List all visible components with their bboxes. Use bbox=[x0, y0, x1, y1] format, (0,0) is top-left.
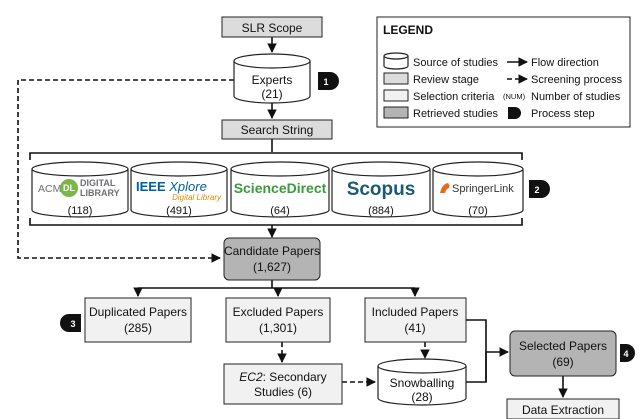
acm-logo-text: ACM bbox=[38, 183, 61, 195]
included-papers-box: Included Papers (41) bbox=[364, 297, 467, 343]
line-included-to-merge bbox=[466, 319, 487, 382]
springer-horse-icon bbox=[440, 183, 450, 193]
slr-scope-label: SLR Scope bbox=[242, 21, 303, 35]
step-2-number: 2 bbox=[534, 185, 539, 195]
candidate-label: Candidate Papers bbox=[224, 244, 320, 258]
acm-digital-text: DIGITAL bbox=[80, 178, 116, 188]
sciencedirect-count: (64) bbox=[270, 205, 290, 217]
ec2-secondary-studies-box: EC2: Secondary Studies (6) bbox=[223, 363, 343, 405]
step-3-number: 3 bbox=[70, 319, 75, 329]
experts-label: Experts bbox=[252, 73, 293, 87]
legend-flow-label: Flow direction bbox=[531, 57, 599, 69]
ieee-count: (491) bbox=[166, 205, 192, 217]
data-extraction-label: Data Extraction bbox=[522, 403, 604, 417]
legend-num-tag: (NUM) bbox=[503, 92, 526, 101]
candidate-count: (1,627) bbox=[253, 260, 291, 274]
snowballing-database: Snowballing (28) bbox=[377, 358, 467, 406]
dashed-arrow-experts-to-candidate bbox=[17, 79, 234, 263]
duplicated-label: Duplicated Papers bbox=[89, 305, 187, 319]
scopus-count: (884) bbox=[368, 205, 394, 217]
selected-papers-box: Selected Papers (69) bbox=[509, 330, 617, 377]
duplicated-papers-box: Duplicated Papers (285) bbox=[84, 297, 192, 343]
experts-database: Experts (21) bbox=[233, 53, 311, 104]
source-springerlink: SpringerLink (70) bbox=[432, 161, 524, 218]
ieee-logo-text: IEEE Xplore bbox=[136, 179, 207, 194]
legend: LEGEND Source of studies Review stage Se… bbox=[376, 16, 631, 128]
legend-source-symbol bbox=[383, 52, 409, 70]
step-badge-4: 4 bbox=[620, 344, 635, 362]
selected-count: (69) bbox=[552, 355, 573, 369]
scopus-logo-text: Scopus bbox=[347, 179, 416, 200]
source-sciencedirect: ScienceDirect (64) bbox=[230, 161, 330, 218]
legend-review-stage-label: Review stage bbox=[413, 74, 479, 86]
slr-scope-box: SLR Scope bbox=[221, 16, 323, 38]
excluded-count: (1,301) bbox=[259, 321, 297, 335]
legend-number-label: Number of studies bbox=[531, 91, 621, 103]
legend-retrieved-symbol bbox=[383, 106, 409, 119]
included-label: Included Papers bbox=[372, 305, 459, 319]
springerlink-count: (70) bbox=[468, 205, 488, 217]
legend-selection-criteria-symbol bbox=[383, 89, 409, 102]
legend-review-stage-symbol bbox=[383, 72, 409, 85]
ieee-digital-library-text: Digital Library bbox=[172, 193, 222, 202]
sources: ACM DL DIGITAL LIBRARY (118) IEEE Xplore… bbox=[31, 161, 524, 218]
duplicated-count: (285) bbox=[124, 321, 152, 335]
snowballing-label: Snowballing bbox=[390, 376, 455, 390]
arrow-merge-to-selected bbox=[466, 347, 509, 383]
experts-count: (21) bbox=[261, 87, 282, 101]
source-acm: ACM DL DIGITAL LIBRARY (118) bbox=[31, 161, 129, 218]
legend-process-step-icon bbox=[508, 107, 521, 119]
excluded-papers-box: Excluded Papers (1,301) bbox=[225, 297, 331, 343]
step-badge-1: 1 bbox=[318, 72, 339, 90]
search-string-box: Search String bbox=[221, 119, 333, 140]
sources-bracket-bottom bbox=[29, 218, 523, 226]
ec2-label-line2: Studies (6) bbox=[254, 385, 312, 399]
legend-process-step-label: Process step bbox=[531, 108, 595, 120]
legend-source-label: Source of studies bbox=[413, 57, 498, 69]
candidate-papers-box: Candidate Papers (1,627) bbox=[223, 237, 321, 281]
step-badge-2: 2 bbox=[529, 180, 550, 198]
selected-label: Selected Papers bbox=[519, 339, 607, 353]
acm-count: (118) bbox=[68, 205, 93, 217]
legend-retrieved-label: Retrieved studies bbox=[413, 108, 498, 120]
legend-screening-label: Screening process bbox=[531, 74, 623, 86]
ec2-label-line1: EC2: Secondary bbox=[239, 370, 326, 384]
step-badge-3: 3 bbox=[60, 314, 81, 332]
acm-dl-text: DL bbox=[63, 183, 75, 193]
sources-bracket-top bbox=[29, 152, 523, 160]
acm-library-text: LIBRARY bbox=[80, 188, 120, 198]
snowballing-count: (28) bbox=[411, 390, 432, 404]
connectors bbox=[17, 37, 568, 398]
source-scopus: Scopus (884) bbox=[331, 161, 431, 218]
search-string-label: Search String bbox=[241, 123, 314, 137]
step-4-number: 4 bbox=[623, 349, 628, 359]
included-count: (41) bbox=[404, 321, 425, 335]
legend-selection-criteria-label: Selection criteria bbox=[413, 91, 495, 103]
legend-title: LEGEND bbox=[383, 23, 433, 37]
springerlink-logo-text: SpringerLink bbox=[452, 183, 514, 195]
sciencedirect-logo-text: ScienceDirect bbox=[234, 180, 327, 196]
acm-dl-logo-icon bbox=[60, 179, 78, 197]
source-ieee: IEEE Xplore Digital Library (491) bbox=[130, 161, 228, 218]
excluded-label: Excluded Papers bbox=[233, 305, 324, 319]
step-1-number: 1 bbox=[323, 77, 328, 87]
data-extraction-box: Data Extraction bbox=[506, 398, 620, 419]
